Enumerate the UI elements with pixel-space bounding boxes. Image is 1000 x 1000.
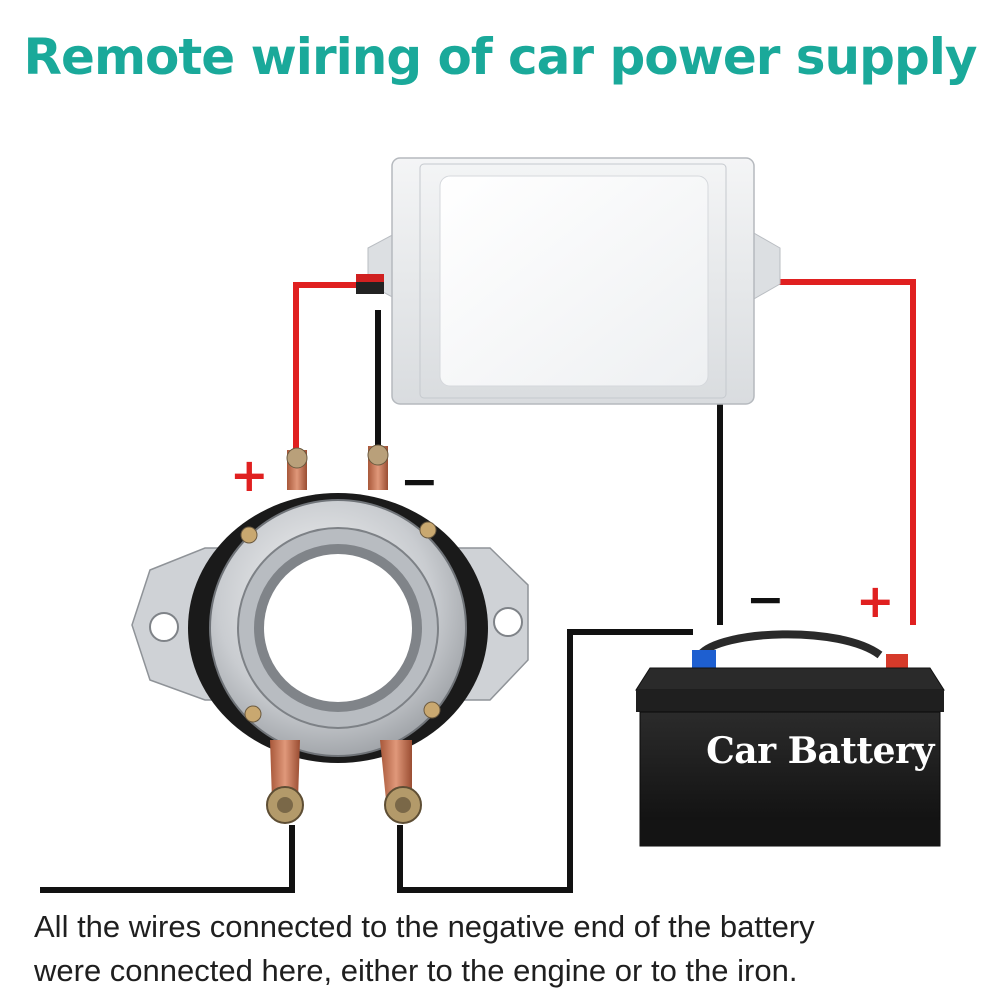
caption-line-1: All the wires connected to the negative … <box>34 909 815 944</box>
ground-wire-battery <box>397 629 693 893</box>
positive-wire-left <box>293 282 372 460</box>
relay-plus-marker: + <box>230 448 269 502</box>
relay-minus-marker: − <box>400 454 439 508</box>
positive-wire-right <box>760 279 916 625</box>
battery-plus-marker: + <box>856 574 895 628</box>
battery-minus-marker: − <box>746 572 785 626</box>
control-module <box>356 157 781 405</box>
caption: All the wires connected to the negative … <box>34 905 974 993</box>
battery-label: Car Battery <box>706 730 934 772</box>
car-battery <box>635 630 945 847</box>
ground-wire-chassis <box>40 825 295 893</box>
caption-line-2: were connected here, either to the engin… <box>34 953 798 988</box>
relay-solenoid <box>131 444 529 824</box>
page-title: Remote wiring of car power supply <box>23 28 978 86</box>
